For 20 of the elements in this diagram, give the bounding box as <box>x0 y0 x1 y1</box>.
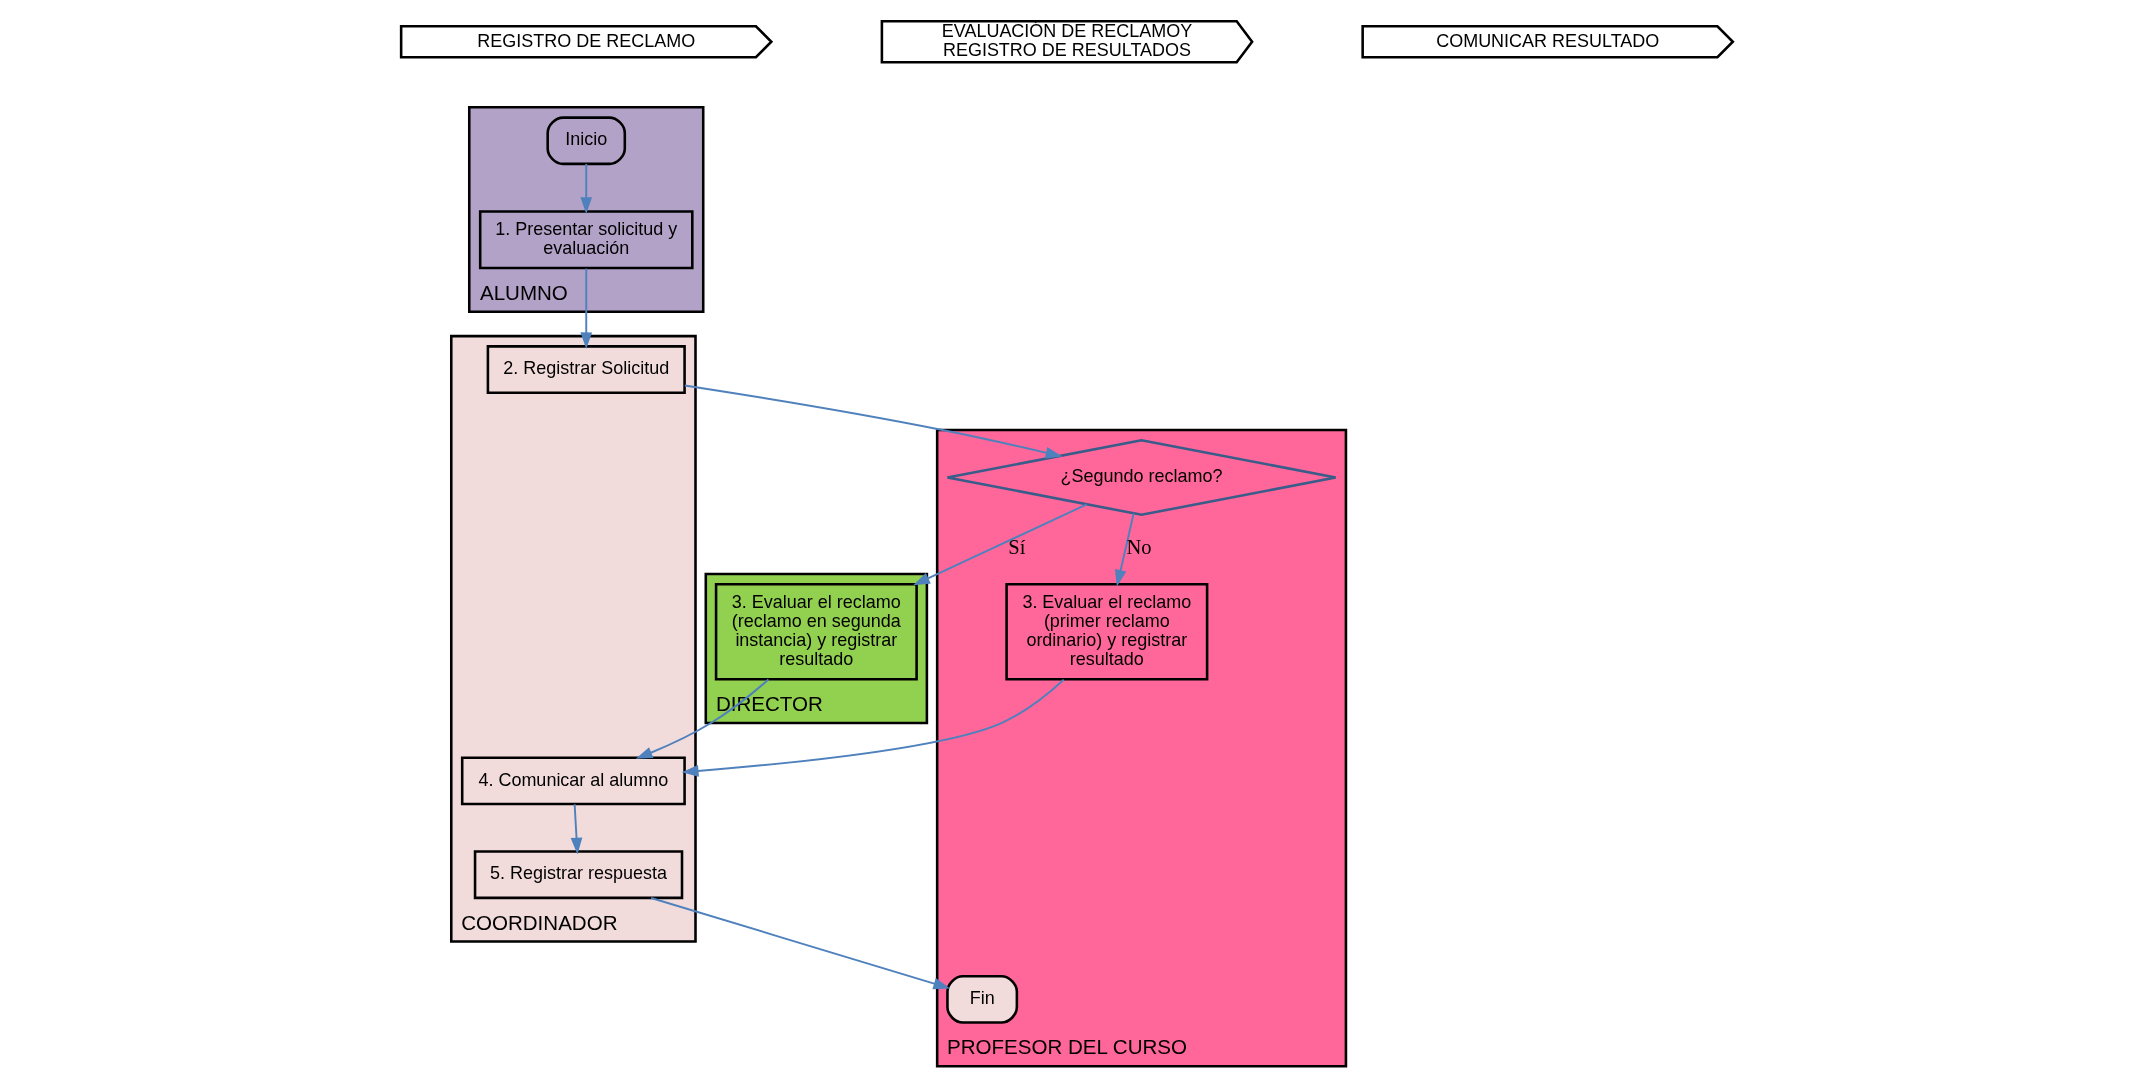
arrow <box>580 267 593 350</box>
arrow <box>1114 512 1135 587</box>
arrow <box>650 897 951 990</box>
arrow <box>580 162 593 215</box>
arrow <box>635 678 770 759</box>
node-box: 3. Evaluar el reclamo (primer reclamo ordinario) y registrar resultado <box>1005 582 1209 681</box>
arrow <box>913 503 1088 586</box>
arrow <box>681 678 1065 777</box>
edge-label: Sí <box>1008 536 1026 559</box>
node-box: 4. Comunicar al alumno <box>460 756 686 806</box>
arrow <box>570 803 583 855</box>
node-box: 2. Registrar Solicitud <box>486 345 686 394</box>
node-box: Inicio <box>546 116 627 166</box>
arrow <box>683 384 1063 459</box>
node-diamond: ¿Segundo reclamo? <box>946 438 1337 517</box>
node-box: 1. Presentar solicitud y evaluación <box>478 210 694 270</box>
node-box: Fin <box>946 975 1019 1024</box>
node-box: 3. Evaluar el reclamo (reclamo en segunda instancia) y registrar resultado <box>714 582 918 681</box>
edge-label: No <box>1126 536 1152 559</box>
node-box: 5. Registrar respuesta <box>473 850 684 900</box>
